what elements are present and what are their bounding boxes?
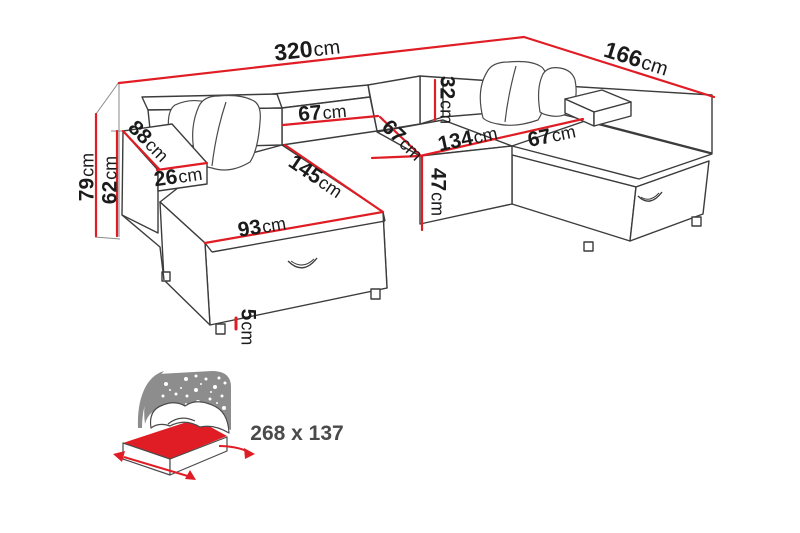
label-base-height: 62cm [99, 156, 122, 204]
label-right-seat-width: 67cm [526, 119, 578, 152]
bed-width-arrowhead-right [185, 470, 196, 480]
left-chaise-handle-inner [290, 258, 315, 266]
left-chaise-right-leg [370, 288, 381, 300]
dimension-labels-group: 320cm 166cm 79cm 62cm 88cm 26cm 67cm 32c… [76, 32, 672, 346]
dim-line-middle-seat-width [378, 115, 422, 157]
left-chaise-front-leg [215, 323, 226, 335]
sleeping-size-label: 268 x 137 [250, 422, 343, 445]
dim-line-left-backrest-width [281, 114, 380, 127]
guide-bottom-tick [94, 236, 121, 240]
dim-line-chaise-length [283, 143, 385, 214]
right-chaise-front-leg [583, 241, 594, 252]
left-front-pillow [192, 94, 261, 171]
bed-depth-arrowhead [244, 448, 255, 459]
guide-lines-group [94, 81, 124, 240]
sleeping-function-bed-icon: 268 x 137 [113, 371, 344, 480]
bed-mattress-top [123, 419, 227, 459]
right-chaise-handle-inner [640, 192, 660, 200]
left-pillow-crease [211, 101, 227, 167]
right-chaise-handle [637, 191, 663, 202]
dim-line-chaise-width [203, 210, 385, 245]
bed-blanket [149, 401, 230, 434]
bed-front-right-face [169, 436, 228, 476]
left-chaise-handle [287, 257, 318, 269]
guide-top-diagonal [95, 81, 120, 115]
left-base-edge [121, 214, 165, 281]
label-left-backrest-width: 67cm [297, 99, 347, 126]
label-chaise-width: 93cm [236, 211, 287, 242]
label-armrest-width: 26cm [153, 162, 204, 192]
label-leg-height: 5cm [236, 309, 259, 346]
right-chaise-side-leg [691, 216, 702, 227]
label-total-depth: 166cm [601, 36, 672, 81]
dimension-lines-group [94, 35, 716, 331]
left-chaise-back-leg [161, 271, 171, 282]
bed-blanket-fold [167, 417, 196, 425]
dim-tick-seat-front [370, 154, 422, 160]
right-front-pillow [479, 60, 547, 126]
headboard-swoosh-crescent [137, 371, 164, 428]
middle-seat-front [419, 145, 513, 225]
dim-line-armrest-width [155, 161, 209, 172]
bed-width-arrowhead-left [113, 451, 125, 462]
label-total-width: 320cm [273, 32, 342, 65]
label-backrest-height: 32cm [435, 76, 458, 124]
right-armrest-side [593, 101, 632, 127]
dim-line-armrest-depth [121, 129, 161, 171]
dim-line-back-seat [418, 117, 585, 158]
left-chaise-cushion-seam [204, 211, 386, 253]
dim-line-total-width [117, 35, 526, 85]
bed-arrow-heads [113, 448, 255, 480]
bed-width-arrow-line [123, 456, 192, 478]
dim-line-total-depth [522, 35, 716, 99]
left-chaise-left-face [159, 201, 211, 326]
label-seat-height: 47cm [426, 168, 449, 216]
right-chaise-front-face [629, 160, 710, 242]
label-back-seat-length: 134cm [436, 121, 500, 156]
right-pillow-crease [504, 65, 517, 123]
right-chaise-cushion-top [511, 120, 713, 180]
label-total-height: 79cm [76, 153, 99, 201]
